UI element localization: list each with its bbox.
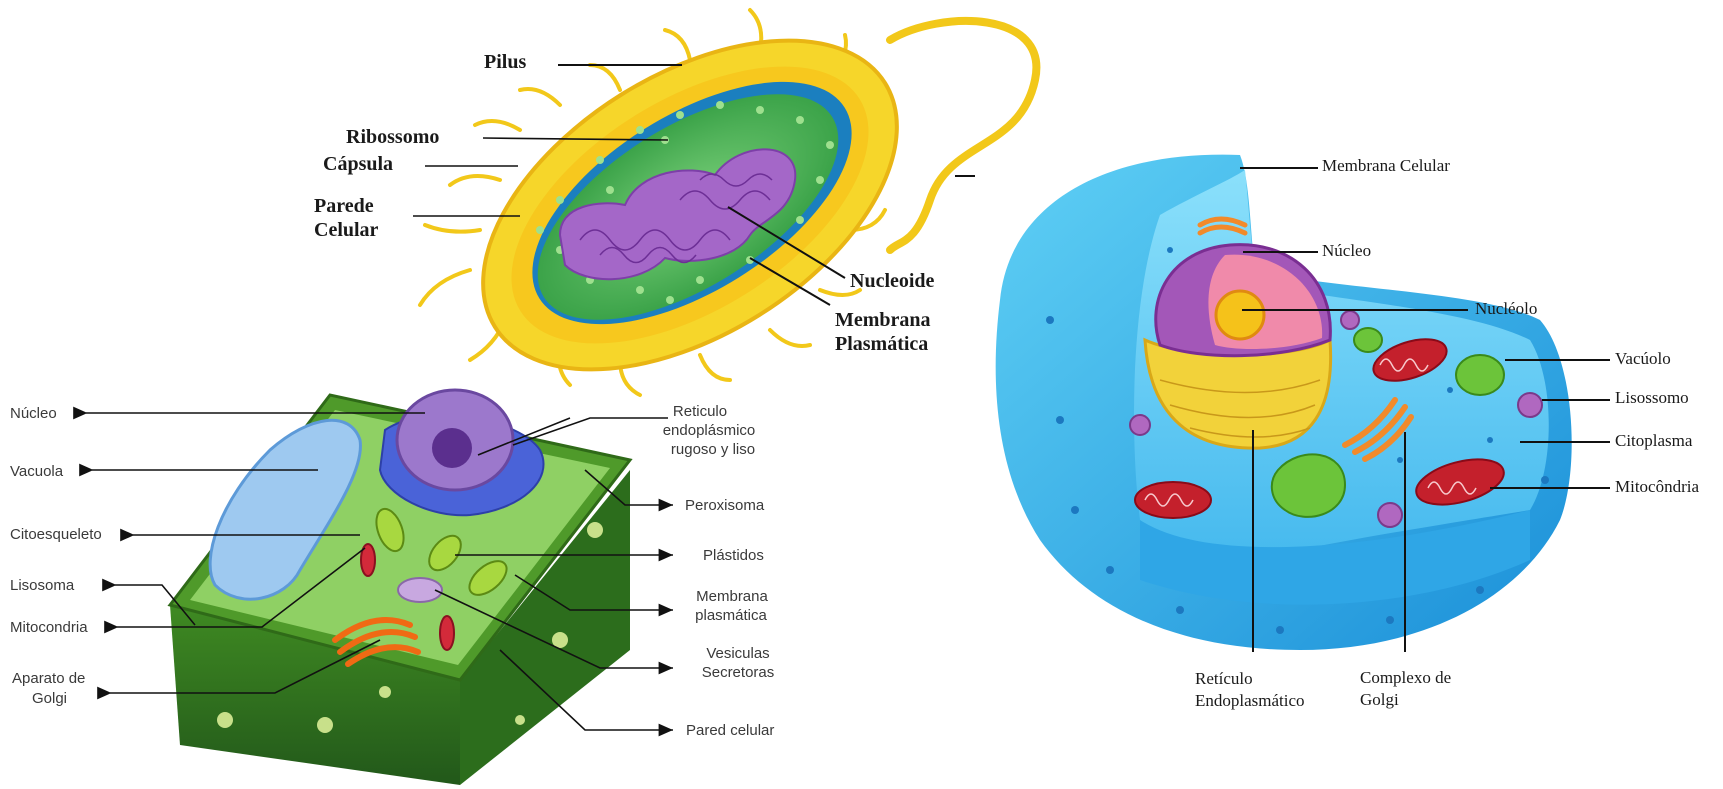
animal-cell-illustration — [996, 155, 1572, 650]
label-nucleoide: Nucleoide — [850, 270, 935, 292]
plant-nucleolus-shape — [432, 428, 472, 468]
label-plant-membrana-line1: Membrana — [696, 588, 768, 605]
label-animal-golgi-line1: Complexo de — [1360, 668, 1451, 687]
label-plant-vesiculas-line2: Secretoras — [702, 664, 775, 681]
label-animal-reticulo-line2: Endoplasmático — [1195, 691, 1305, 710]
label-plant-peroxisoma: Peroxisoma — [685, 497, 765, 514]
label-capsula: Cápsula — [323, 153, 393, 175]
label-animal-nucleolo: Nucléolo — [1475, 299, 1537, 318]
label-animal-citoplasma: Citoplasma — [1615, 431, 1693, 450]
label-plant-pared: Pared celular — [686, 722, 774, 739]
label-parede-line2: Celular — [314, 219, 379, 241]
label-plant-reticulo-line2: endoplásmico — [663, 422, 756, 439]
label-plant-reticulo-line3: rugoso y liso — [671, 441, 755, 458]
animal-vacuole-small — [1456, 355, 1504, 395]
label-plant-citoesqueleto: Citoesqueleto — [10, 526, 102, 543]
label-ribossomo: Ribossomo — [346, 126, 439, 148]
label-animal-membrana-celular: Membrana Celular — [1322, 156, 1450, 175]
animal-nucleolus-shape — [1216, 291, 1264, 339]
label-plant-membrana-line2: plasmática — [695, 607, 767, 624]
label-plant-golgi-line1: Aparato de — [12, 670, 85, 687]
label-plant-golgi-line2: Golgi — [32, 690, 67, 707]
label-plant-nucleo: Núcleo — [10, 405, 57, 422]
label-animal-golgi-line2: Golgi — [1360, 690, 1399, 709]
plant-cell-illustration — [170, 390, 630, 785]
label-plant-lisosoma: Lisosoma — [10, 577, 75, 594]
label-membrana-line2: Plasmática — [835, 333, 928, 355]
label-animal-lisossomo: Lisossomo — [1615, 388, 1689, 407]
label-parede-line1: Parede — [314, 195, 374, 217]
label-pilus: Pilus — [484, 51, 526, 73]
label-animal-reticulo-line1: Retículo — [1195, 669, 1253, 688]
flagellum-shape — [890, 21, 1036, 250]
animal-vacuole-tiny — [1354, 328, 1382, 352]
label-membrana-line1: Membrana — [835, 309, 931, 331]
label-animal-mitocondria: Mitocôndria — [1615, 477, 1699, 496]
label-animal-nucleo: Núcleo — [1322, 241, 1371, 260]
label-plant-vesiculas-line1: Vesiculas — [706, 645, 769, 662]
label-animal-vacuolo: Vacúolo — [1615, 349, 1671, 368]
label-plant-vacuola: Vacuola — [10, 463, 64, 480]
label-plant-mitocondria: Mitocondria — [10, 619, 88, 636]
label-plant-reticulo-line1: Reticulo — [673, 403, 727, 420]
label-plant-plastidos: Plástidos — [703, 547, 764, 564]
